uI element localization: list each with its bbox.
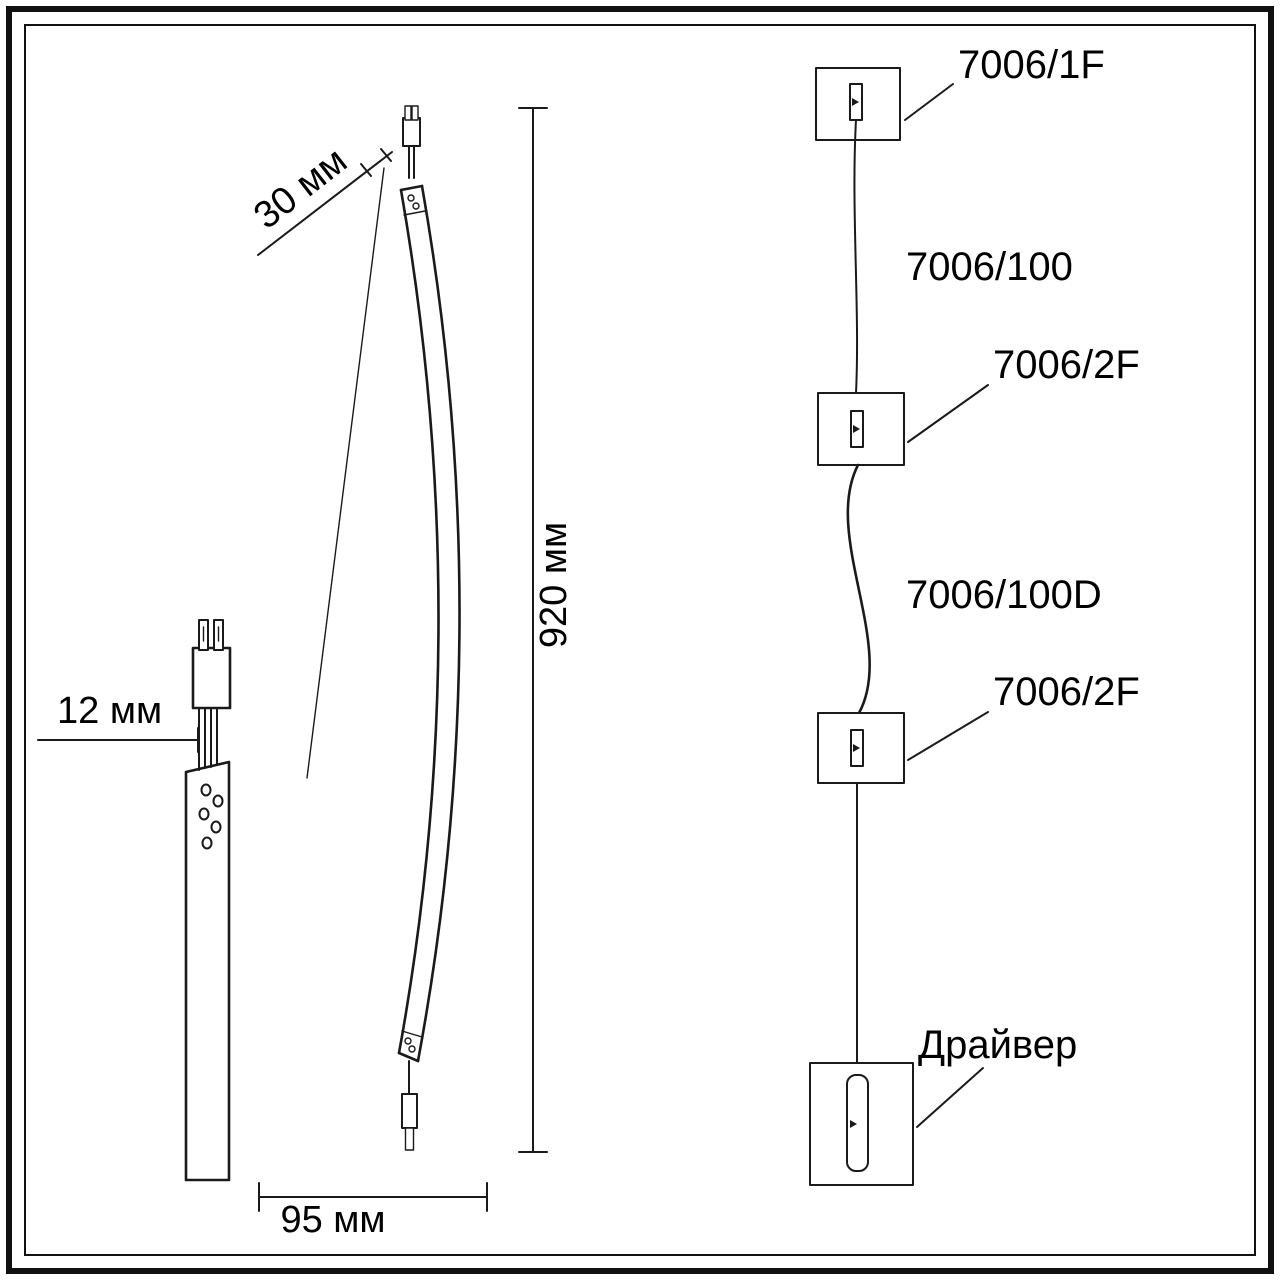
leader-top-mount [904,83,954,121]
assembly-schematic: 7006/1F 7006/100 7006/2F 7006/100D 7006/… [809,43,1140,1186]
mounting-hole [200,783,212,797]
mounting-hole [198,807,210,821]
mounting-hole [210,820,222,834]
upper-cable [853,119,859,394]
driver-body [846,1074,869,1172]
connector-detail-view: 12 мм [37,619,232,1182]
plug-arrow-icon [853,744,860,752]
dim-30mm-tick [360,163,372,177]
dim-30mm-tick [380,148,392,162]
plug-tip [404,1127,415,1151]
label-upper-cable: 7006/100 [906,245,1073,289]
plug-arrow-icon [852,98,859,106]
leader-driver [916,1067,984,1128]
fixture-bottom-plate [401,1030,423,1038]
dim-920mm: 920 мм [518,107,575,1153]
mid-mount-box-lower [817,712,905,784]
fixture-outer-edge [416,184,461,1063]
dim-95mm-label: 95 мм [280,1199,385,1241]
dim-30mm-line [257,151,393,256]
label-lower-cable: 7006/100D [906,573,1102,617]
fixture-inner-edge [397,188,440,1055]
label-mid-mount-lower: 7006/2F [993,670,1140,714]
plate-hole [407,194,415,202]
leader-mid-mount-upper [907,384,989,443]
plug-body [401,1093,418,1129]
plug-body [402,117,421,147]
connector-pins [198,619,224,651]
dim-95mm: 95 мм [258,1182,488,1241]
mounting-hole [212,794,224,808]
fixture-side-view: 30 мм 920 мм 95 мм [246,105,575,1241]
dim-12mm-label: 12 мм [57,690,162,732]
inner-border [24,24,1256,1256]
fixture-top-edge [399,184,424,192]
mounting-hole [201,836,213,850]
dim-920mm-label: 920 мм [533,522,575,648]
profile-body [184,760,231,1182]
plug-arrow-icon [853,425,860,433]
label-mid-mount-upper: 7006/2F [993,343,1140,387]
outer-border [6,6,1274,1274]
plug-pin [411,105,419,121]
detail-leader-line [306,167,385,779]
plug-pin [404,105,412,121]
leader-mid-mount-lower [907,711,989,761]
top-mount-box [815,67,901,141]
fixture-bottom-edge [397,1051,420,1063]
label-top-mount: 7006/1F [958,43,1105,87]
connector-body [191,646,232,710]
driver-box [809,1062,914,1186]
wires [198,707,218,771]
mounting-holes [198,783,224,850]
label-driver: Драйвер [918,1023,1077,1067]
plate-hole [404,1037,412,1045]
fixture-top-plate [403,210,426,216]
mid-mount-box-upper [817,392,905,466]
plate-hole [412,202,420,210]
plate-hole [408,1045,416,1053]
frame [6,6,1274,1274]
top-plug [402,105,421,179]
s-curve-cable [846,463,871,715]
bottom-plug [401,1060,418,1151]
plug-arrow-icon [850,1120,857,1128]
